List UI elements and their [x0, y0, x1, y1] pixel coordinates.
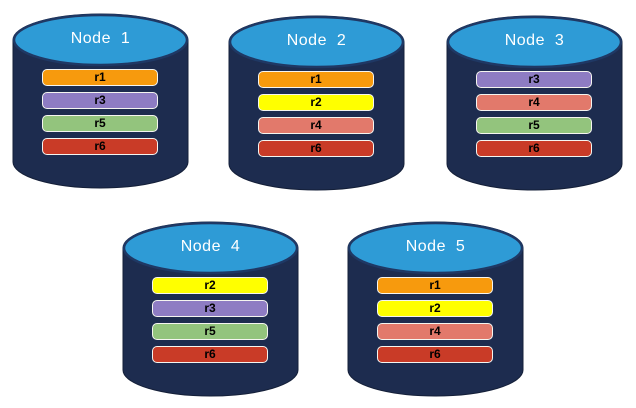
node-2: Node 2 r1 r2 r4 r6: [228, 15, 405, 191]
partition-bar-r2: r2: [258, 94, 374, 111]
partition-bar-r4: r4: [377, 323, 493, 340]
node-1: Node 1 r1 r3 r5 r6: [12, 13, 189, 189]
partition-list: r3 r4 r5 r6: [476, 71, 592, 157]
partition-bar-r2: r2: [152, 277, 268, 294]
partition-bar-r4: r4: [476, 94, 592, 111]
partition-list: r1 r3 r5 r6: [42, 69, 158, 155]
node-title: Node 2: [286, 32, 347, 49]
partition-bar-r3: r3: [152, 300, 268, 317]
partition-bar-r4: r4: [258, 117, 374, 134]
partition-bar-r2: r2: [377, 300, 493, 317]
partition-bar-r6: r6: [152, 346, 268, 363]
node-4: Node 4 r2 r3 r5 r6: [122, 221, 299, 397]
node-title: Node 3: [504, 32, 565, 49]
node-3: Node 3 r3 r4 r5 r6: [446, 15, 623, 191]
partition-bar-r5: r5: [476, 117, 592, 134]
partition-list: r2 r3 r5 r6: [152, 277, 268, 363]
partition-bar-r3: r3: [476, 71, 592, 88]
partition-bar-r1: r1: [42, 69, 158, 86]
node-5: Node 5 r1 r2 r4 r6: [347, 221, 524, 397]
partition-bar-r1: r1: [258, 71, 374, 88]
partition-bar-r3: r3: [42, 92, 158, 109]
node-title: Node 5: [405, 238, 466, 255]
partition-bar-r6: r6: [377, 346, 493, 363]
partition-bar-r5: r5: [152, 323, 268, 340]
partition-bar-r1: r1: [377, 277, 493, 294]
partition-list: r1 r2 r4 r6: [258, 71, 374, 157]
partition-bar-r6: r6: [476, 140, 592, 157]
partition-bar-r6: r6: [42, 138, 158, 155]
partition-bar-r6: r6: [258, 140, 374, 157]
node-title: Node 4: [180, 238, 241, 255]
partition-list: r1 r2 r4 r6: [377, 277, 493, 363]
partition-bar-r5: r5: [42, 115, 158, 132]
node-title: Node 1: [70, 30, 131, 47]
